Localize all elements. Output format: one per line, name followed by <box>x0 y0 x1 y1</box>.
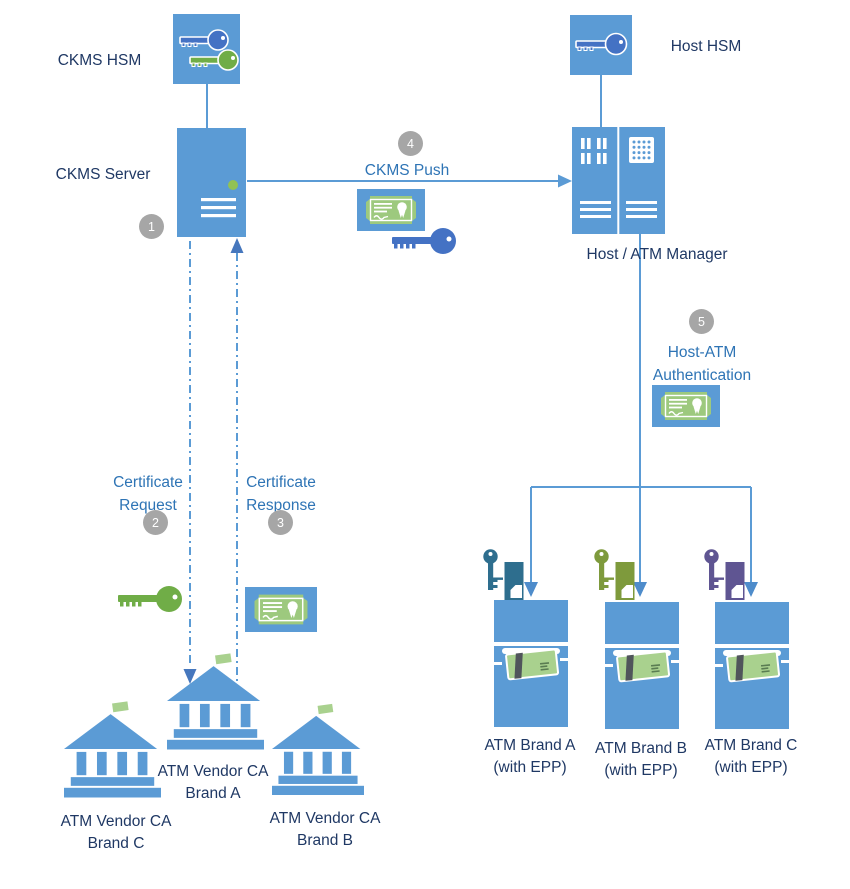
step-5-badge: 5 <box>689 309 714 334</box>
vendor-ca-brand-a-node <box>167 652 264 750</box>
ckms-push-certificate <box>357 189 425 231</box>
bank-icon <box>64 701 161 798</box>
epp-key-card-icon <box>483 549 524 600</box>
atm-icon <box>605 602 679 729</box>
host-atm-manager-label: Host / ATM Manager <box>586 246 728 263</box>
atm-brand-a-node <box>494 600 568 727</box>
push-key-icon <box>392 228 456 254</box>
host-atm-manager-node <box>572 127 665 234</box>
host-atm-authentication-label: Host-ATM Authentication <box>652 344 752 384</box>
atm-brand-c-node <box>715 602 789 729</box>
certificate-request-key <box>117 584 184 614</box>
atm-icon <box>715 602 789 729</box>
epp-key-card-icon <box>704 549 745 600</box>
epp-key-card-icon <box>594 549 635 600</box>
epp-key-card-b <box>592 548 639 603</box>
ckms-hsm-label: CKMS HSM <box>57 52 142 69</box>
host-atm-authentication-certificate <box>652 385 720 427</box>
ckms-server-node <box>177 128 246 237</box>
step-3-badge: 3 <box>268 510 293 535</box>
certificate-request-label: Certificate Request <box>113 474 183 514</box>
ckms-server-label: CKMS Server <box>55 166 151 183</box>
step-1-badge: 1 <box>139 214 164 239</box>
epp-key-card-c <box>702 548 749 603</box>
ckms-hsm-node <box>173 14 240 84</box>
ckms-push-key <box>391 226 458 256</box>
certificate-response-arrow <box>230 238 244 690</box>
vendor-ca-brand-b-node <box>272 700 364 798</box>
vendor-ca-brand-c-label: ATM Vendor CA Brand C <box>60 813 172 852</box>
host-hsm-node <box>570 15 632 75</box>
certificate-request-arrow <box>183 241 197 684</box>
step-4-badge: 4 <box>398 131 423 156</box>
bank-icon <box>167 653 264 750</box>
atm-brand-c-label: ATM Brand C (with EPP) <box>704 737 798 776</box>
vendor-ca-brand-a-label: ATM Vendor CA Brand A <box>157 763 269 802</box>
certificate-icon <box>366 196 416 224</box>
host-hsm-key-icon <box>575 32 628 56</box>
vendor-ca-brand-c-node <box>64 700 161 798</box>
ckms-push-arrow <box>247 174 572 188</box>
bank-icon <box>272 703 364 795</box>
host-atm-manager-icon <box>580 127 657 234</box>
ckms-push-label: CKMS Push <box>364 162 450 179</box>
ckms-server-icon <box>201 180 238 218</box>
atm-brand-a-label: ATM Brand A (with EPP) <box>484 737 576 776</box>
request-key-icon <box>118 586 182 612</box>
ckms-hsm-keys-icon <box>179 29 239 71</box>
step-2-badge: 2 <box>143 510 168 535</box>
certificate-response-certificate <box>245 587 317 632</box>
certificate-icon <box>661 392 711 420</box>
atm-brand-b-label: ATM Brand B (with EPP) <box>595 740 687 779</box>
certificate-response-label: Certificate Response <box>246 474 316 514</box>
epp-key-card-a <box>481 548 528 603</box>
host-atm-distribution-lines <box>524 234 758 597</box>
vendor-ca-brand-b-label: ATM Vendor CA Brand B <box>269 810 381 849</box>
atm-icon <box>494 600 568 727</box>
host-hsm-label: Host HSM <box>670 38 742 55</box>
atm-brand-b-node <box>605 602 679 729</box>
certificate-icon <box>254 594 308 625</box>
